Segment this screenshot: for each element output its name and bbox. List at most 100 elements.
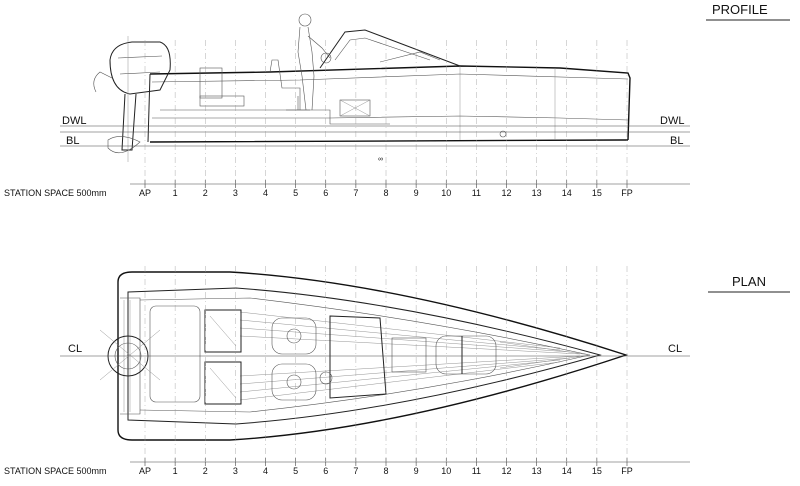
profile-view: PROFILE ∞ [60,2,790,163]
console-plan [329,315,387,399]
profile-station-label: 5 [293,188,298,198]
aft-seat-back [199,67,223,99]
profile-station-label: 1 [173,188,178,198]
cl-label-left: CL [68,343,82,355]
plan-station-label: 4 [263,466,268,476]
profile-station-label: 3 [233,188,238,198]
plan-station-label: 12 [501,466,511,476]
plan-station-label: 8 [383,466,388,476]
gunwale-inner [127,287,602,425]
helm-seat-starboard-pad [286,374,302,390]
windscreen-inner [334,37,431,61]
profile-hull: ∞ [147,29,631,163]
foredeck-hatch [435,335,497,375]
keel-line [149,139,628,143]
profile-station-label: 7 [353,188,358,198]
cowling-lines [117,55,163,75]
plan-title: PLAN [732,274,766,289]
plan-furniture [149,305,591,405]
deck-hatch [391,337,427,373]
plan-station-label: AP [139,466,151,476]
profile-station-label: 10 [441,188,451,198]
profile-title: PROFILE [712,2,768,17]
profile-reference-lines: DWL BL DWL BL [60,115,690,147]
plan-station-caption: STATION SPACE 500mm [4,466,107,476]
profile-seating [199,13,332,111]
plan-station-label: 15 [592,466,602,476]
windscreen [319,29,461,69]
profile-station-label: 9 [414,188,419,198]
plan-station-label: 13 [532,466,542,476]
seat-box-port [204,309,242,353]
plan-station-label: 14 [562,466,572,476]
profile-station-label: 11 [472,188,481,198]
engine-leg [121,93,137,151]
profile-station-label: 13 [532,188,542,198]
cockpit-sole [160,109,390,125]
seat-box-starboard [204,361,242,405]
deck-planking [239,311,581,401]
outboard-engine [93,36,171,162]
plan-station-label: 7 [353,466,358,476]
plan-station-label: 6 [323,466,328,476]
helm-seat-port [271,317,317,355]
propeller [107,136,141,154]
deck-hatch-profile [379,51,441,63]
plan-station-label: 3 [233,466,238,476]
bow-eye [499,130,507,138]
profile-station-label: 15 [592,188,602,198]
figure-body [297,26,315,111]
dwl-label-right: DWL [660,115,684,127]
bow-locker [499,341,591,369]
chine-line [152,115,629,121]
profile-station-label: FP [621,188,633,198]
plan-station-label: 1 [173,466,178,476]
planking-lines [239,311,581,401]
steering-wheel [320,52,332,64]
aft-seat-base [199,95,245,107]
station-grid [144,40,628,462]
plan-station-label: 5 [293,466,298,476]
profile-station-label: 4 [263,188,268,198]
seat-box-marks [209,315,237,399]
figure-arm [307,35,331,59]
console-box [339,99,371,117]
helm-seat-starboard [271,363,317,401]
profile-station-caption: STATION SPACE 500mm [4,188,107,198]
profile-station-label: 2 [203,188,208,198]
rubbing-strake [151,73,629,83]
plan-station-label: 10 [441,466,451,476]
profile-station-label: 14 [562,188,572,198]
transom-line [147,73,151,143]
dwl-label-left: DWL [62,115,86,127]
deck-outline [117,271,629,441]
engine-tiller [93,71,113,93]
figure-head [298,13,312,27]
plan-station-label: FP [621,466,633,476]
chine-plan [139,297,591,413]
plan-station-label: 2 [203,466,208,476]
bl-label-left: BL [66,135,79,147]
profile-station-label: AP [139,188,151,198]
outboard-swing-arc [99,329,161,381]
engine-cowling [109,41,171,95]
plan-view: PLAN [60,271,790,441]
plan-station-label: 11 [472,466,481,476]
steering-wheel-plan [319,371,333,385]
profile-station-label: 12 [501,188,511,198]
station-mark: ∞ [378,156,383,163]
profile-station-label: 8 [383,188,388,198]
profile-station-label: 6 [323,188,328,198]
bl-label-right: BL [670,135,683,147]
console-box-cross [339,99,371,117]
helm-seat-port-pad [286,328,302,344]
cl-label-right: CL [668,343,682,355]
seat-pedestal [286,96,310,111]
plan-station-label: 9 [414,466,419,476]
helm-seat [269,59,301,110]
